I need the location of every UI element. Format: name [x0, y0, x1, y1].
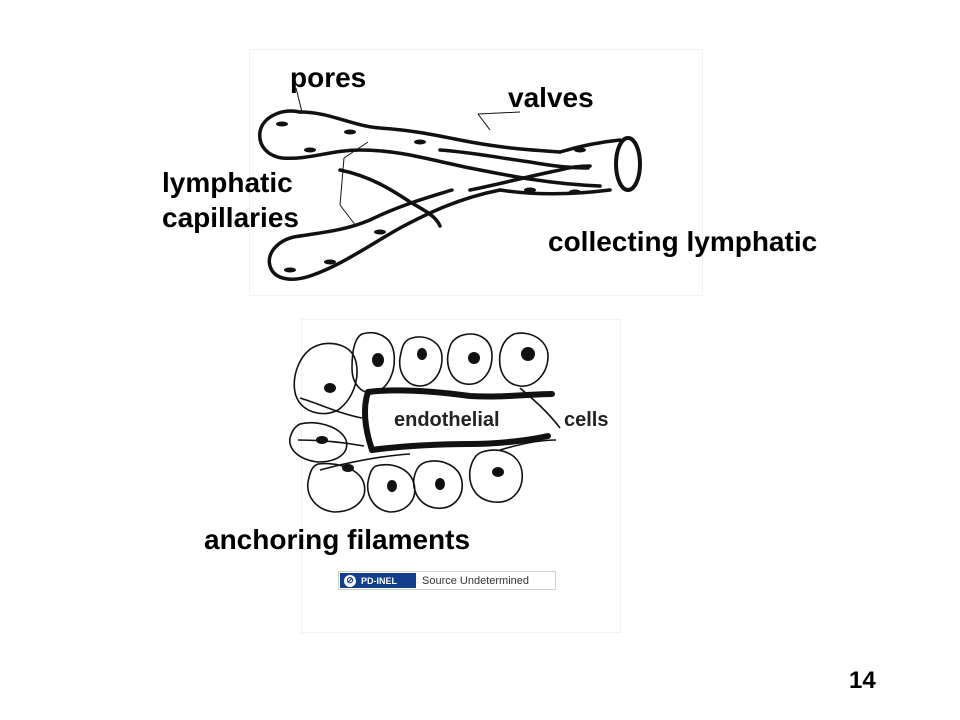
top-illustration-panel — [250, 50, 702, 295]
label-anchoring-filaments: anchoring filaments — [204, 524, 471, 555]
source-text: Source Undetermined — [422, 574, 530, 587]
public-domain-icon: ⊘ — [344, 574, 356, 587]
license-badge-text: PD-INEL — [361, 575, 397, 586]
endothelial-junction-lines — [362, 387, 555, 453]
label-valves: valves — [508, 82, 594, 113]
label-pores: pores — [290, 62, 367, 93]
label-endothelial: endothelial — [394, 409, 500, 431]
label-collecting-lymphatic: collecting lymphatic — [548, 226, 818, 257]
endothelial-nuclei — [276, 121, 586, 273]
guide-lines — [295, 87, 521, 227]
page-number: 14 — [849, 667, 876, 694]
cell-outlines — [289, 332, 561, 513]
license-attribution: ⊘ PD-INEL Source Undetermined — [338, 571, 556, 590]
vessel-outlines — [258, 109, 622, 281]
collecting-lymphatic-opening — [614, 136, 642, 192]
label-cells: cells — [564, 409, 609, 431]
label-lymphatic-capillaries: lymphatic capillaries — [162, 167, 299, 233]
cell-nuclei — [316, 347, 535, 492]
license-badge: ⊘ PD-INEL — [340, 573, 416, 588]
